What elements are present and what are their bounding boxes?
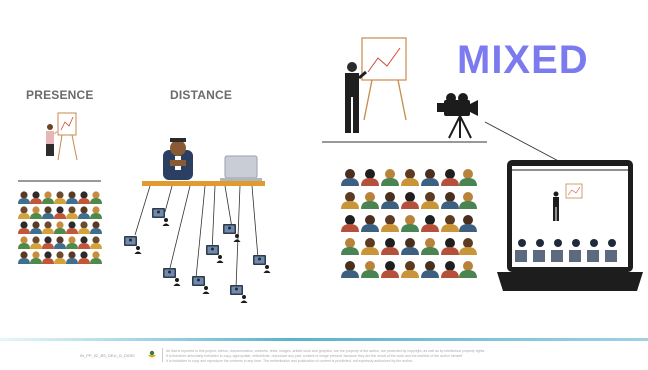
footer-separator <box>162 348 163 362</box>
distance-teacher-illustration <box>163 138 262 181</box>
distance-remote-devices <box>124 208 271 303</box>
presence-audience <box>18 191 102 264</box>
distance-desk <box>142 181 265 186</box>
footer-copyright-notice: All that is reported in this project: vi… <box>166 349 606 364</box>
footer-notice-line-3: It is forbidden to copy and reproduce th… <box>166 359 413 363</box>
footer-logo-icon <box>148 350 156 358</box>
laptop-illustration <box>497 160 643 291</box>
mixed-audience <box>341 169 477 278</box>
video-camera-icon <box>437 93 478 139</box>
camera-to-laptop-line <box>484 121 567 166</box>
footer-notice-line-1: All that is reported in this project: vi… <box>166 349 486 353</box>
mixed-teacher-illustration <box>345 37 407 133</box>
distance-label: DISTANCE <box>170 88 233 102</box>
presence-teacher-illustration <box>46 112 78 161</box>
footer-accent-bar <box>0 338 648 341</box>
presence-label: PRESENCE <box>26 88 94 102</box>
footer-notice-line-2: It is therefore absolutely forbidden to … <box>166 354 464 358</box>
footer-document-code: IN_PP_02_BS_DEU_G_DSS0 <box>80 353 135 358</box>
distance-connection-lines <box>134 185 259 289</box>
mixed-label: MIXED <box>457 38 589 82</box>
